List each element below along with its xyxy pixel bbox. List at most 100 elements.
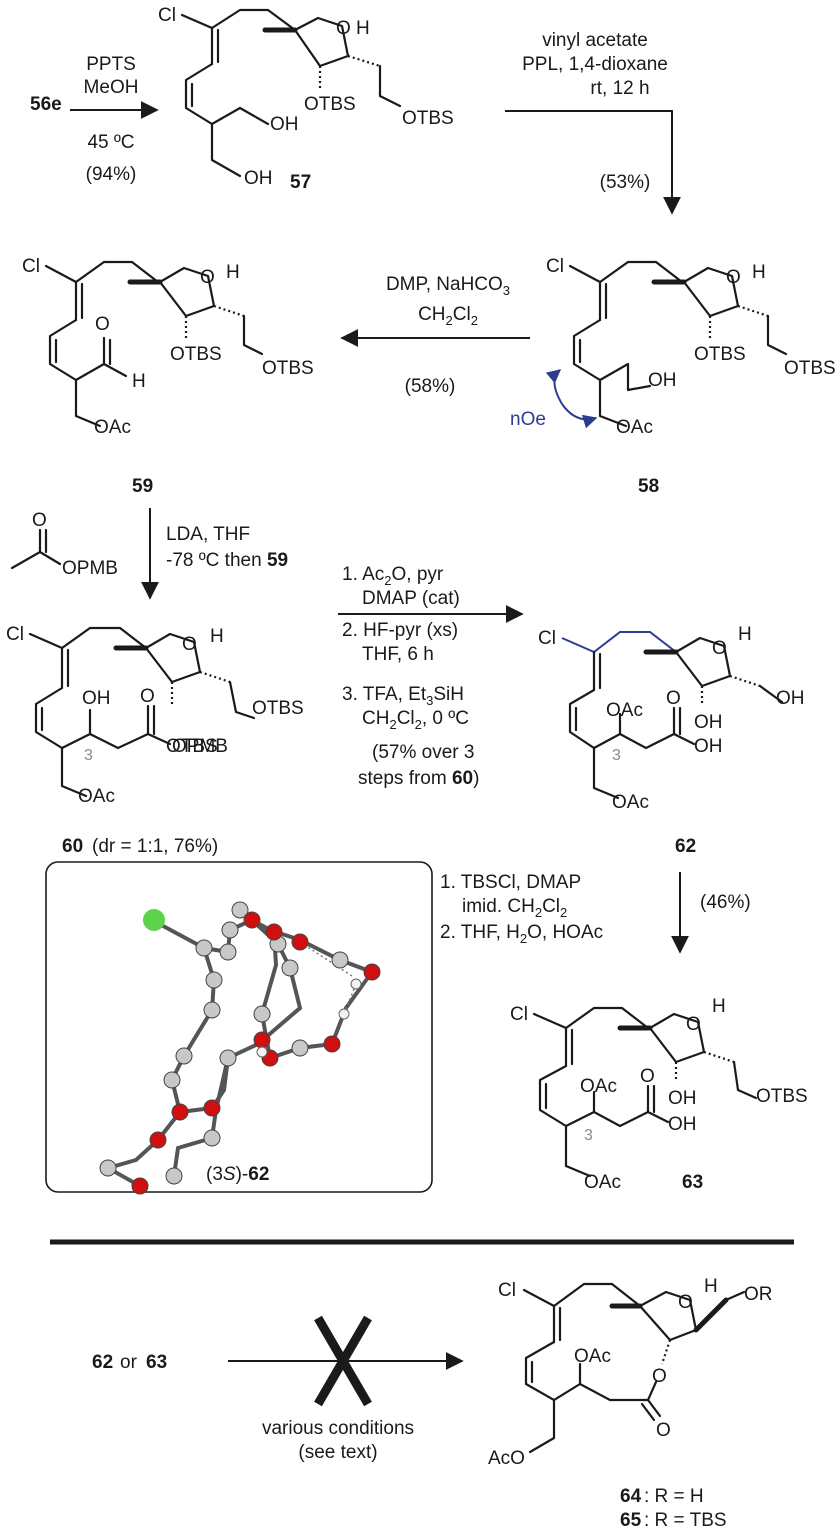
compound-64-65-labels: 64 : R = H 65 : R = TBS [620,1486,727,1531]
svg-text:OAc: OAc [606,700,643,721]
compound-63-structure: Cl OAc O OH 3 O H OTBS OH OAc [510,996,808,1193]
svg-text:(53%): (53%) [600,172,651,193]
svg-text:OTBS: OTBS [402,108,454,129]
svg-text:(58%): (58%) [405,376,456,397]
svg-text:65: 65 [620,1510,642,1531]
svg-text:63: 63 [146,1352,167,1373]
svg-text:O: O [95,314,110,335]
svg-text:60: 60 [62,836,83,857]
crystal-structure-62-model [99,901,381,1195]
svg-text:rt, 12 h: rt, 12 h [590,78,649,99]
svg-text:OR: OR [744,1284,773,1305]
compound-58-structure: Cl O H OTBS OTBS OH OAc nOe [510,256,836,438]
compound-59-structure: Cl O H OTBS OTBS O H OAc [22,256,314,438]
svg-text:: R = TBS: : R = TBS [644,1510,727,1531]
svg-text:OTBS: OTBS [166,736,218,757]
step1-conditions: PPTS MeOH 45 ºC (94%) [84,54,139,185]
svg-text:OAc: OAc [612,792,649,813]
svg-text:LDA, THF: LDA, THF [166,524,250,545]
svg-text:2. THF, H2O, HOAc: 2. THF, H2O, HOAc [440,922,603,946]
svg-text:Cl: Cl [546,256,564,277]
compound-58-label: 58 [638,476,659,497]
svg-text:1. TBSCl, DMAP: 1. TBSCl, DMAP [440,872,581,893]
svg-text:(46%): (46%) [700,892,751,913]
crystal-structure-label: (3S)-62 [206,1164,269,1185]
compound-60-structure: Cl OH O OPMB 3 O H OTBS OTBS OAc [6,624,304,807]
svg-text:Cl: Cl [158,5,176,26]
svg-text:62: 62 [92,1352,113,1373]
svg-text:various conditions: various conditions [262,1418,414,1439]
svg-text:PPTS: PPTS [86,54,136,75]
svg-text:OAc: OAc [616,417,653,438]
step2-conditions: vinyl acetate PPL, 1,4-dioxane rt, 12 h … [522,30,668,193]
svg-text:vinyl acetate: vinyl acetate [542,30,648,51]
svg-text:O: O [140,686,155,707]
svg-text:Cl: Cl [22,256,40,277]
svg-text:AcO: AcO [488,1448,525,1469]
svg-text:H: H [738,624,752,645]
svg-text:3: 3 [612,747,621,764]
svg-text:MeOH: MeOH [84,77,139,98]
svg-text:PPL, 1,4-dioxane: PPL, 1,4-dioxane [522,54,668,75]
svg-text:64: 64 [620,1486,642,1507]
svg-text:OH: OH [648,370,677,391]
svg-text:OH: OH [244,168,273,189]
compound-57-label: 57 [290,172,311,193]
svg-text:DMP, NaHCO3: DMP, NaHCO3 [386,274,510,298]
svg-text:OAc: OAc [574,1346,611,1367]
reagent-pmb-acetate: O OPMB [10,510,118,579]
compound-56e-label: 56e [30,94,62,115]
svg-text:OAc: OAc [580,1076,617,1097]
svg-text:Cl: Cl [6,624,24,645]
svg-text:O: O [712,638,727,659]
svg-text:H: H [704,1276,718,1297]
macrolactone-64-65-structure: Cl OAc O O AcO O H OR [488,1276,773,1469]
svg-text:(94%): (94%) [86,164,137,185]
chlorine-atom [143,909,165,931]
svg-text:O: O [686,1014,701,1035]
svg-text:O: O [652,1366,667,1387]
svg-text:OTBS: OTBS [694,344,746,365]
svg-text:OH: OH [668,1088,697,1109]
svg-text:OH: OH [694,736,723,757]
svg-text:OAc: OAc [94,417,131,438]
svg-text:O: O [336,18,351,39]
svg-text:OAc: OAc [584,1172,621,1193]
svg-text:H: H [752,262,766,283]
step4-conditions: LDA, THF -78 ºC then 59 [166,524,288,571]
compound-59-label: 59 [132,476,153,497]
step6-conditions: 1. TBSCl, DMAP imid. CH2Cl2 2. THF, H2O,… [440,872,751,946]
svg-text:45 ºC: 45 ºC [87,132,134,153]
svg-text:H: H [712,996,726,1017]
step3-conditions: DMP, NaHCO3 CH2Cl2 (58%) [386,274,510,397]
compound-57-structure: Cl O H OTBS OTBS OH OH [158,5,454,189]
svg-text:OH: OH [776,688,805,709]
svg-text:imid. CH2Cl2: imid. CH2Cl2 [462,896,567,920]
svg-text:3. TFA, Et3SiH: 3. TFA, Et3SiH [342,684,464,708]
compound-62-label: 62 [675,836,696,857]
svg-text:OTBS: OTBS [170,344,222,365]
svg-text:THF, 6 h: THF, 6 h [362,644,434,665]
svg-text:O: O [32,510,47,531]
svg-text:3: 3 [584,1127,593,1144]
svg-text:(see text): (see text) [298,1442,377,1463]
svg-text:OTBS: OTBS [304,94,356,115]
svg-text:OTBS: OTBS [252,698,304,719]
svg-text:H: H [132,371,146,392]
svg-text:steps from 60): steps from 60) [358,768,479,789]
svg-text:OPMB: OPMB [172,736,228,757]
svg-text:H: H [210,626,224,647]
svg-text:O: O [640,1066,655,1087]
svg-text:or: or [120,1352,138,1373]
svg-text:CH2Cl2: CH2Cl2 [418,304,478,328]
svg-text:OH: OH [82,688,111,709]
step7-conditions: various conditions (see text) [262,1418,414,1463]
svg-text:O: O [726,267,741,288]
svg-text:OH: OH [694,712,723,733]
compound-63-label: 63 [682,1172,703,1193]
failed-start-label: 62 or 63 [92,1352,167,1373]
svg-text:H: H [356,18,370,39]
svg-text:DMAP (cat): DMAP (cat) [362,588,460,609]
svg-text:O: O [678,1292,693,1313]
